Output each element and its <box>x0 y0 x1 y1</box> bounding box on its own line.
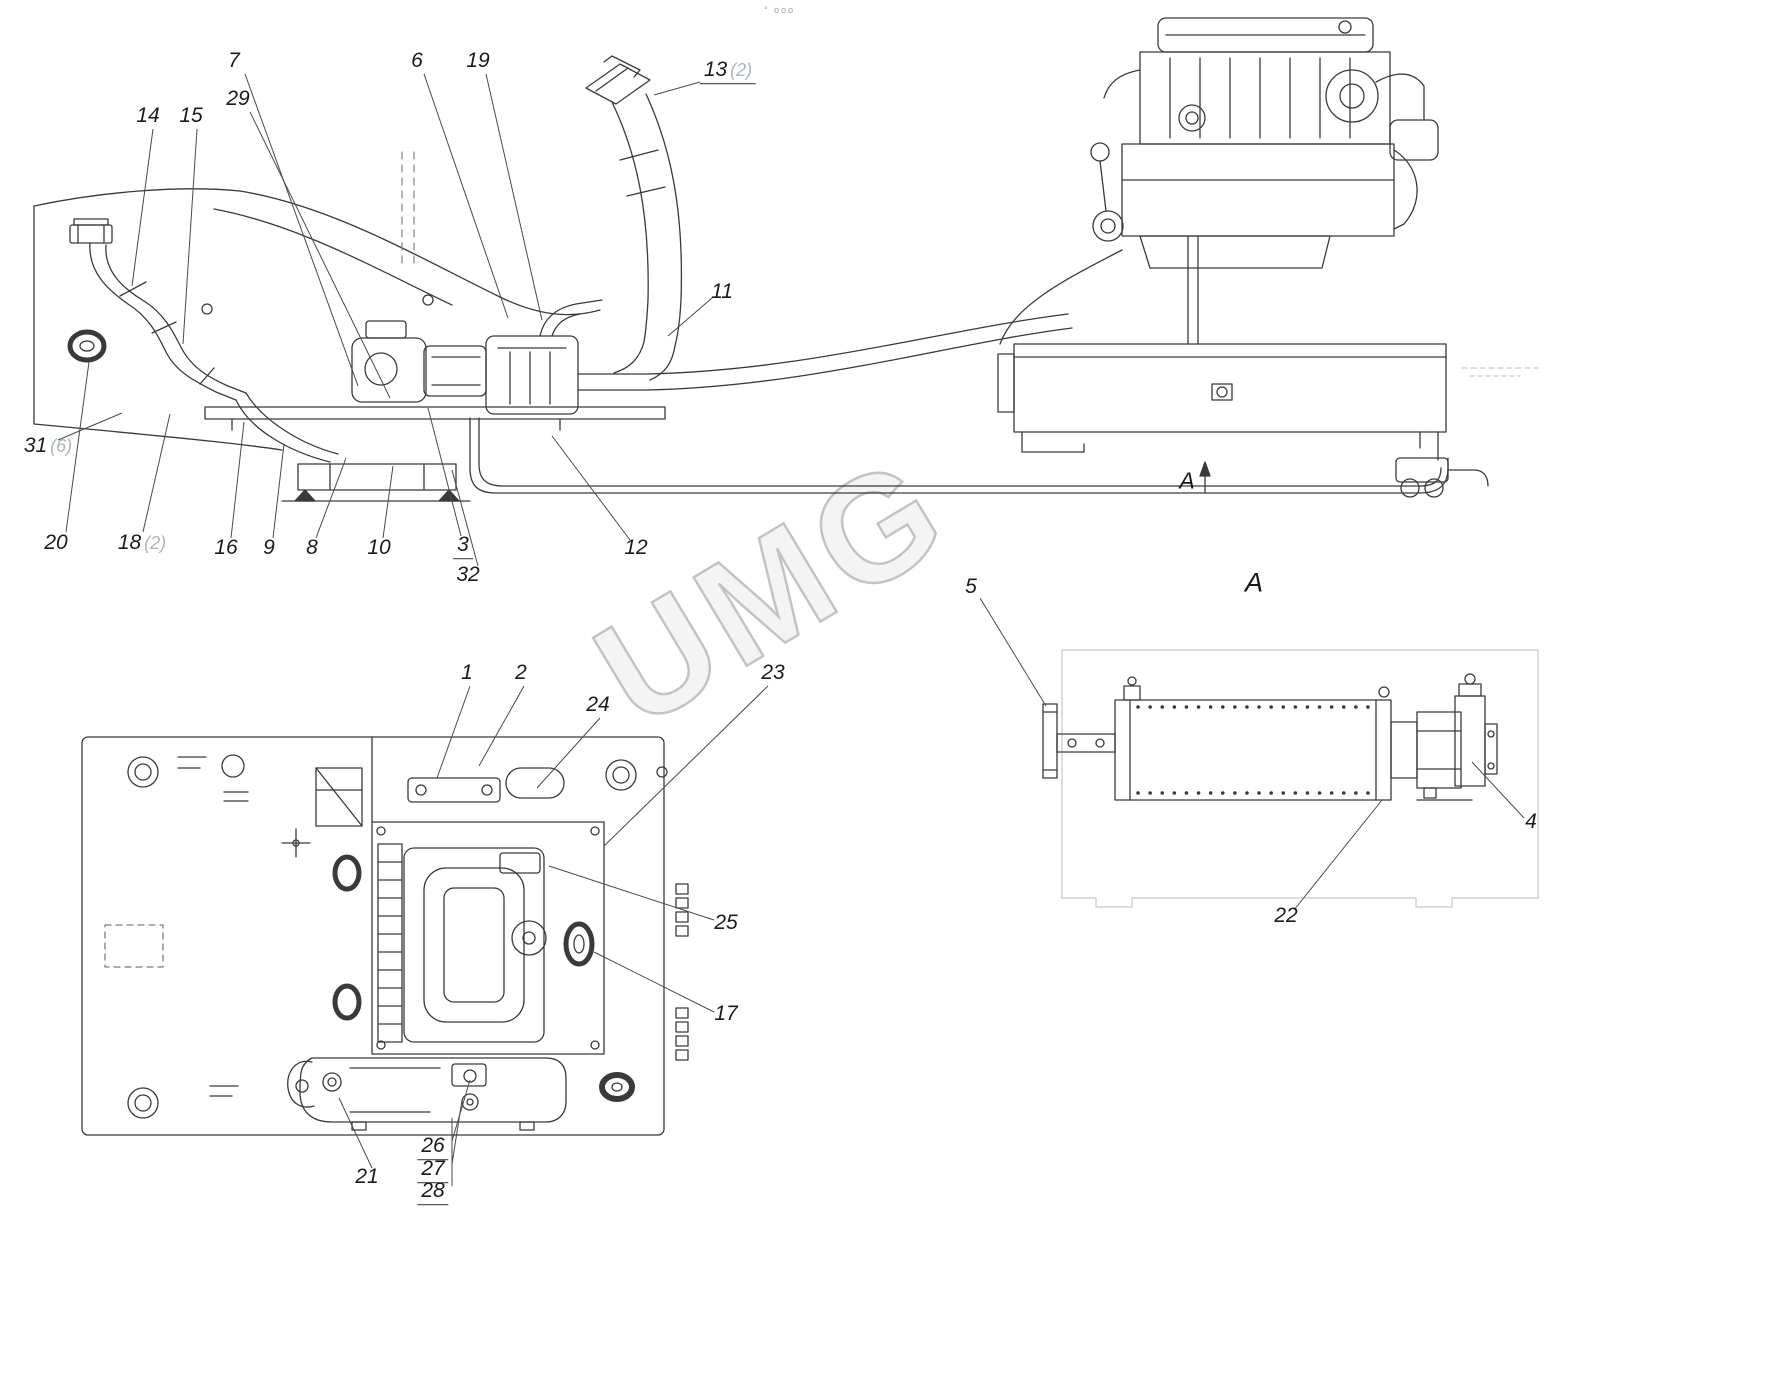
callout-12: 12 <box>624 535 648 559</box>
callout-number: 9 <box>263 535 275 559</box>
callout-25: 25 <box>714 910 738 934</box>
callout-number: 4 <box>1525 809 1537 833</box>
callout-quantity-suffix: (6) <box>50 435 73 456</box>
callout-number: 28 <box>421 1179 445 1203</box>
view-machine-side <box>33 55 1449 502</box>
callout-number: 10 <box>367 535 391 559</box>
callout-number: 20 <box>44 530 68 554</box>
detail-view-a-title: A <box>1244 567 1264 598</box>
callout-4: 4 <box>1525 809 1537 833</box>
callout-number: 3 <box>457 533 469 557</box>
callout-32: 32 <box>456 562 480 586</box>
callout-1: 1 <box>461 660 473 684</box>
callout-number: 31 <box>23 433 48 457</box>
callout-11: 11 <box>711 279 733 303</box>
callout-number: 12 <box>624 535 648 559</box>
callout-9: 9 <box>263 535 275 559</box>
callout-number: 6 <box>411 48 423 72</box>
callout-number: 27 <box>421 1157 445 1181</box>
view-machine-side-leaders <box>57 73 713 567</box>
scan-artifact-text: ° ooo <box>764 5 796 15</box>
callout-14: 14 <box>136 103 160 127</box>
view-direction-label-a: A <box>1179 467 1195 494</box>
callout-number: 14 <box>136 103 160 127</box>
callout-29: 29 <box>226 86 250 110</box>
callout-31: 31(6) <box>23 433 73 457</box>
callout-16: 16 <box>214 535 238 559</box>
callout-number: 5 <box>965 574 977 598</box>
callout-24: 24 <box>586 692 610 716</box>
callout-6: 6 <box>411 48 423 72</box>
callout-26: 26 <box>417 1134 449 1161</box>
callout-13: 13(2) <box>699 58 757 85</box>
callout-23: 23 <box>761 660 785 684</box>
callout-number: 15 <box>179 103 203 127</box>
callout-10: 10 <box>367 535 391 559</box>
callout-number: 25 <box>714 910 738 934</box>
callout-17: 17 <box>714 1001 738 1025</box>
callout-20: 20 <box>44 530 68 554</box>
callout-28: 28 <box>417 1179 449 1206</box>
callout-number: 19 <box>466 48 490 72</box>
callout-3: 3 <box>453 533 473 560</box>
callout-number: 1 <box>461 660 473 684</box>
callout-quantity-suffix: (2) <box>144 532 167 553</box>
callout-7: 7 <box>228 48 240 72</box>
callout-number: 24 <box>586 692 610 716</box>
callout-number: 17 <box>714 1001 738 1025</box>
callout-27: 27 <box>417 1157 449 1184</box>
view-plate-plan-leaders <box>338 685 769 1186</box>
callout-5: 5 <box>965 574 977 598</box>
callout-number: 21 <box>355 1164 379 1188</box>
view-plate-plan <box>81 736 689 1136</box>
callout-8: 8 <box>306 535 318 559</box>
callout-19: 19 <box>466 48 490 72</box>
callout-15: 15 <box>179 103 203 127</box>
callout-number: 29 <box>226 86 250 110</box>
callout-number: 16 <box>214 535 238 559</box>
callout-number: 11 <box>711 279 733 303</box>
callout-number: 32 <box>456 562 480 586</box>
callout-quantity-suffix: (2) <box>730 60 753 81</box>
callout-number: 2 <box>515 660 527 684</box>
callout-21: 21 <box>355 1164 379 1188</box>
callout-number: 18 <box>117 530 142 554</box>
view-engine-radiator <box>997 17 1539 498</box>
view-detail-a-leaders <box>979 597 1525 911</box>
callout-22: 22 <box>1274 903 1298 927</box>
callout-number: 22 <box>1274 903 1298 927</box>
callout-number: 26 <box>421 1134 445 1158</box>
callout-number: 23 <box>761 660 785 684</box>
callout-number: 7 <box>228 48 240 72</box>
callout-18: 18(2) <box>117 530 167 554</box>
callout-2: 2 <box>515 660 527 684</box>
callout-number: 13 <box>703 58 728 82</box>
callout-number: 8 <box>306 535 318 559</box>
view-detail-a <box>1042 649 1539 908</box>
